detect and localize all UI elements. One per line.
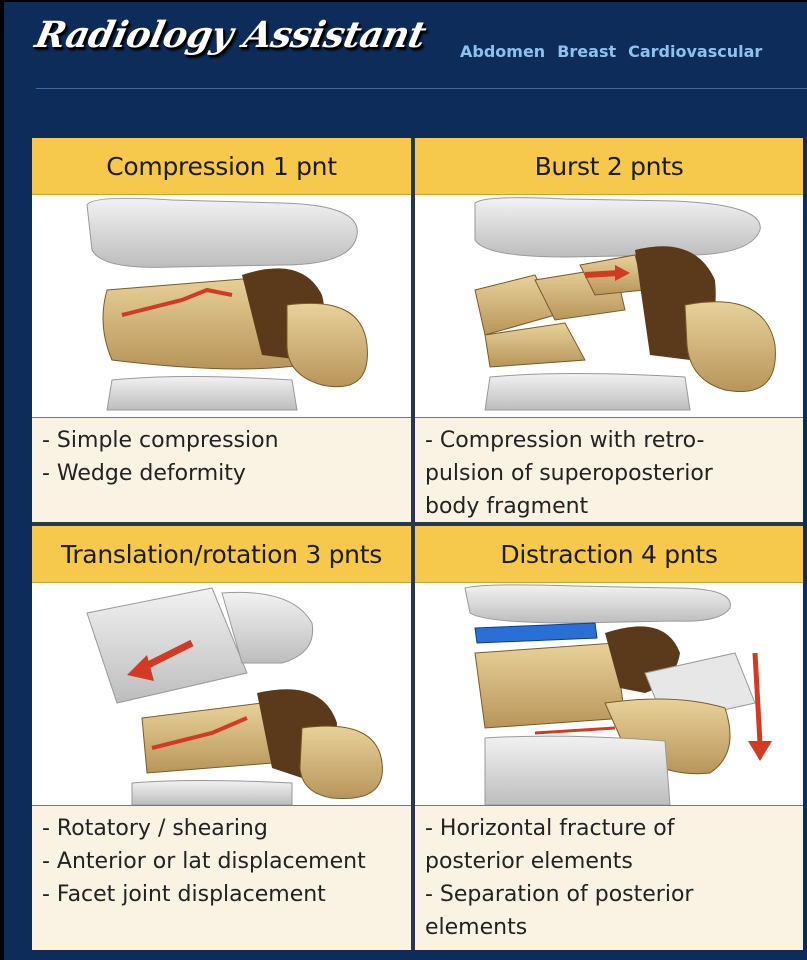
panel-title: Burst 2 pnts: [415, 138, 803, 195]
vertebra-svg: [32, 195, 411, 417]
panel-description: - Compression with retro- pulsion of sup…: [415, 418, 803, 522]
panel-description: - Rotatory / shearing - Anterior or lat …: [32, 806, 411, 911]
site-logo[interactable]: Radiology Assistant: [32, 14, 430, 56]
vertebra-svg: [32, 583, 411, 805]
panel-description: - Simple compression - Wedge deformity: [32, 418, 411, 490]
description-line: - Simple compression: [42, 424, 401, 457]
nav-link-cardiovascular[interactable]: Cardiovascular: [628, 42, 762, 61]
description-line: - Horizontal fracture of: [425, 812, 793, 845]
vertebra-svg: [415, 583, 803, 805]
vertebra-svg: [415, 195, 803, 417]
description-line: pulsion of superoposterior: [425, 457, 793, 490]
description-line: - Rotatory / shearing: [42, 812, 401, 845]
top-nav: Abdomen Breast Cardiovascular: [460, 42, 762, 61]
panel-compression: Compression 1 pnt - Sim: [32, 138, 411, 522]
burst-vertebra-illustration: [415, 195, 803, 418]
description-line: - Wedge deformity: [42, 457, 401, 490]
description-line: - Compression with retro-: [425, 424, 793, 457]
description-line: - Separation of posterior: [425, 878, 793, 911]
panel-title: Distraction 4 pnts: [415, 526, 803, 583]
translation-vertebra-illustration: [32, 583, 411, 806]
description-line: - Facet joint displacement: [42, 878, 401, 911]
compression-vertebra-illustration: [32, 195, 411, 418]
panel-description: - Horizontal fracture of posterior eleme…: [415, 806, 803, 944]
fracture-classification-figure: Compression 1 pnt - Sim: [32, 138, 803, 950]
nav-link-breast[interactable]: Breast: [557, 42, 616, 61]
description-line: - Anterior or lat displacement: [42, 845, 401, 878]
panel-distraction: Distraction 4 pnts - Horizontal fracture…: [415, 526, 803, 950]
distraction-vertebra-illustration: [415, 583, 803, 806]
description-line: elements: [425, 911, 793, 944]
header-divider: [36, 88, 807, 89]
panel-title: Compression 1 pnt: [32, 138, 411, 195]
panel-title: Translation/rotation 3 pnts: [32, 526, 411, 583]
description-line: body fragment: [425, 490, 793, 522]
nav-link-abdomen[interactable]: Abdomen: [460, 42, 545, 61]
panel-burst: Burst 2 pnts - Compression with retro- p…: [415, 138, 803, 522]
description-line: posterior elements: [425, 845, 793, 878]
panel-translation-rotation: Translation/rotation 3 pnts - Rotatory /…: [32, 526, 411, 950]
